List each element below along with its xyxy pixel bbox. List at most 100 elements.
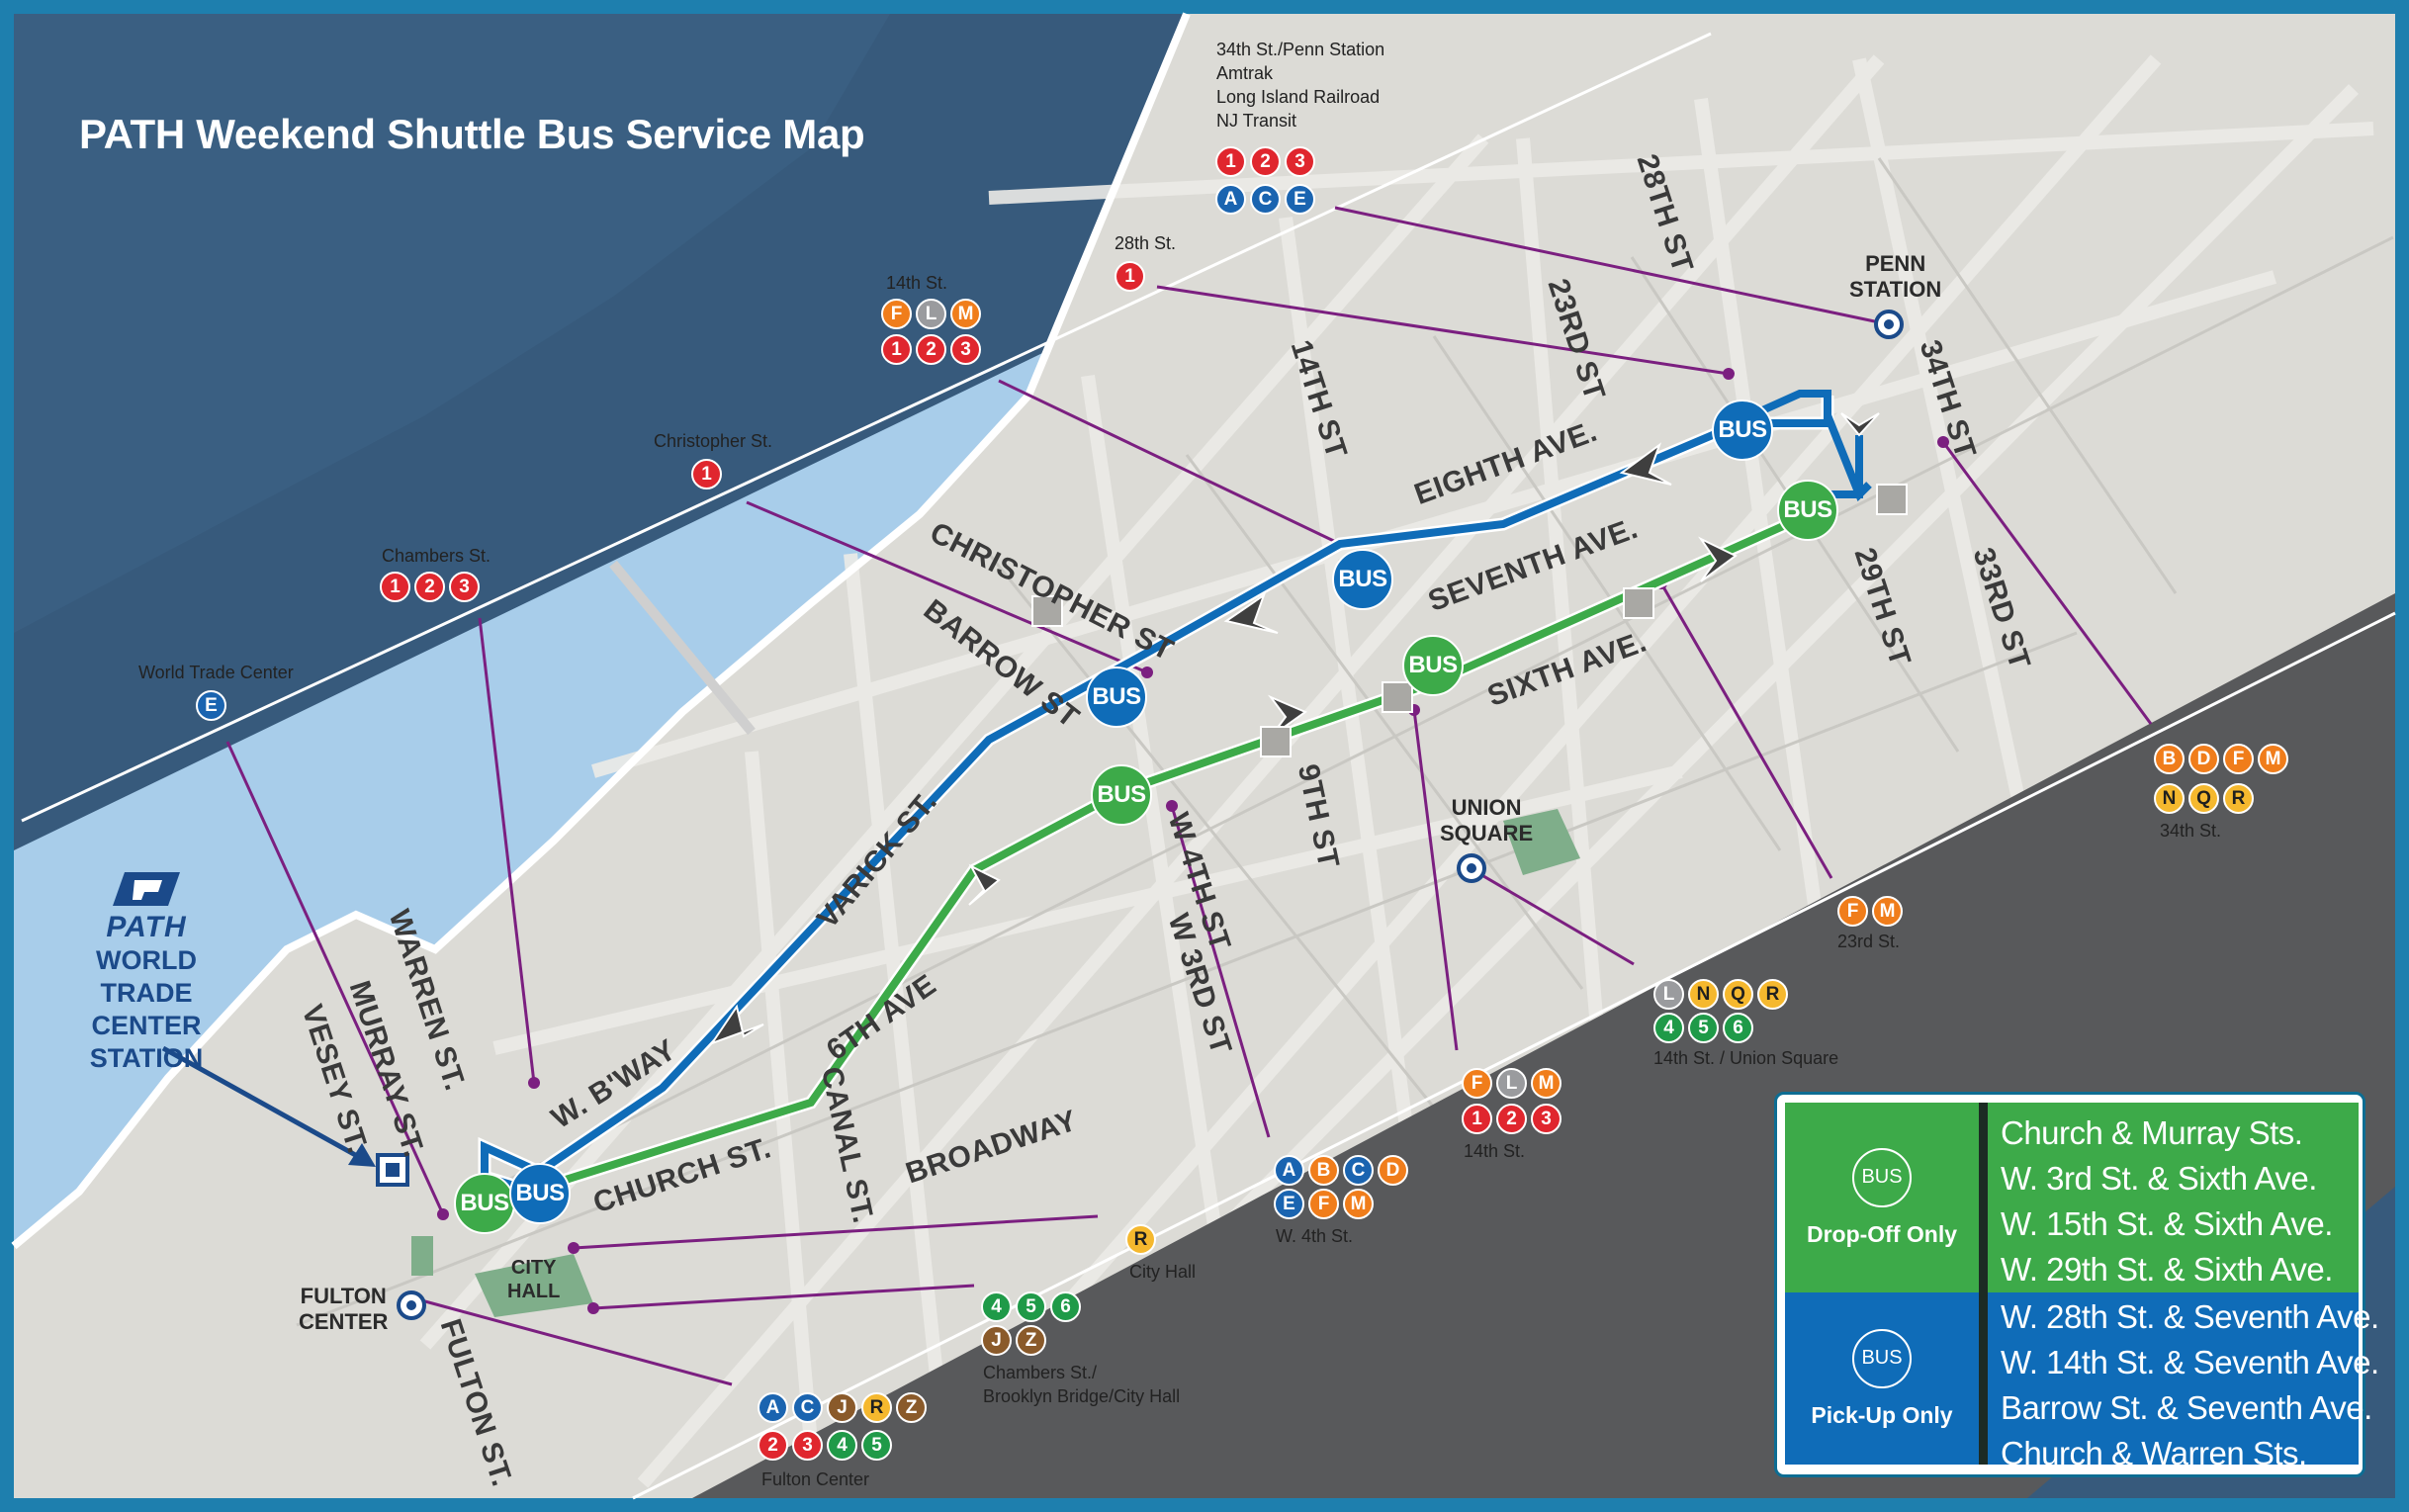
subway-line-d-bullet: D (2188, 744, 2219, 774)
subway-line-1-bullet: 1 (1462, 1104, 1492, 1134)
legend-divider (1979, 1103, 1988, 1292)
subway-line-3-bullet: 3 (950, 334, 981, 365)
subway-line-3-bullet: 3 (449, 572, 480, 602)
dropoff-stop: W. 3rd St. & Sixth Ave. (2001, 1160, 2317, 1197)
path-logo-line-1: WORLD TRADE (96, 945, 197, 1008)
pickup-stop-list: W. 28th St. & Seventh Ave. W. 14th St. &… (2001, 1294, 2379, 1476)
bus-stop-w28th-seventh[interactable]: BUS (1712, 400, 1773, 461)
bus-stop-w15th-sixth[interactable]: BUS (1402, 635, 1464, 696)
station-union-square: 14th St. / Union Square (1653, 1048, 1839, 1068)
subway-line-6-bullet: 6 (1050, 1291, 1081, 1322)
path-logo-icon (113, 872, 180, 906)
pickup-stop: W. 14th St. & Seventh Ave. (2001, 1344, 2379, 1380)
subway-line-z-bullet: Z (896, 1392, 927, 1423)
bullets-christopher: 1 (691, 459, 722, 489)
subway-line-4-bullet: 4 (1653, 1013, 1684, 1043)
subway-line-a-bullet: A (1215, 184, 1246, 215)
subway-line-n-bullet: N (1688, 979, 1719, 1010)
station-23rd: 23rd St. (1837, 932, 1901, 951)
station-14th-west: 14th St. (886, 273, 948, 293)
subway-line-m-bullet: M (950, 299, 981, 329)
subway-line-l-bullet: L (916, 299, 946, 329)
subway-line-j-bullet: J (981, 1325, 1012, 1356)
subway-line-r-bullet: R (1757, 979, 1788, 1010)
subway-line-2-bullet: 2 (916, 334, 946, 365)
subway-line-f-bullet: F (1308, 1189, 1339, 1219)
station-chambers-east: Chambers St./Brooklyn Bridge/City Hall (983, 1363, 1181, 1406)
station-chambers-west: Chambers St. (382, 546, 491, 566)
subway-line-2-bullet: 2 (1250, 146, 1281, 177)
subway-line-e-bullet: E (1274, 1189, 1304, 1219)
dropoff-stop-list: Church & Murray Sts. W. 3rd St. & Sixth … (2001, 1111, 2333, 1292)
subway-line-4-bullet: 4 (981, 1291, 1012, 1322)
bus-stop-w29th-sixth[interactable]: BUS (1777, 480, 1838, 541)
subway-line-4-bullet: 4 (827, 1430, 857, 1461)
subway-line-z-bullet: Z (1016, 1325, 1046, 1356)
subway-line-a-bullet: A (758, 1392, 788, 1423)
station-world-trade-center: World Trade Center (138, 663, 294, 682)
subway-line-5-bullet: 5 (861, 1430, 892, 1461)
subway-line-1-bullet: 1 (380, 572, 410, 602)
subway-line-1-bullet: 1 (691, 459, 722, 489)
pickup-stop: Barrow St. & Seventh Ave. (2001, 1389, 2372, 1426)
subway-line-3-bullet: 3 (1531, 1104, 1561, 1134)
union-square-park (1503, 809, 1580, 875)
pickup-bus-icon: BUS (1852, 1328, 1912, 1388)
subway-line-f-bullet: F (1837, 896, 1868, 927)
subway-line-d-bullet: D (1378, 1155, 1408, 1186)
bus-stop-church-murray[interactable]: BUS (454, 1173, 515, 1234)
subway-line-c-bullet: C (792, 1392, 823, 1423)
subway-line-r-bullet: R (2223, 783, 2254, 814)
legend: BUS Drop-Off Only Church & Murray Sts. W… (1774, 1092, 2379, 1477)
subway-line-f-bullet: F (2223, 744, 2254, 774)
path-wtc-logo: PATH WORLD TRADE CENTER STATION (47, 870, 245, 1075)
bullets-city-hall: R (1125, 1224, 1156, 1255)
dropoff-stop: W. 15th St. & Sixth Ave. (2001, 1205, 2333, 1242)
subway-line-3-bullet: 3 (792, 1430, 823, 1461)
legend-pickup-key: BUS Pick-Up Only (1785, 1292, 1979, 1465)
subway-line-c-bullet: C (1250, 184, 1281, 215)
station-34th-east: 34th St. (2160, 821, 2222, 841)
subway-line-6-bullet: 6 (1723, 1013, 1753, 1043)
bus-stop-w3rd-sixth[interactable]: BUS (1091, 764, 1152, 826)
bus-stop-barrow-seventh[interactable]: BUS (1086, 667, 1147, 728)
path-logo-line-2: CENTER (91, 1011, 202, 1040)
bus-stop-church-warren[interactable]: BUS (509, 1163, 571, 1224)
legend-dropoff-key: BUS Drop-Off Only (1785, 1103, 1979, 1292)
pickup-stop: Church & Warren Sts. (2001, 1435, 2307, 1471)
subway-line-r-bullet: R (861, 1392, 892, 1423)
subway-line-2-bullet: 2 (414, 572, 445, 602)
subway-line-m-bullet: M (2258, 744, 2288, 774)
bus-stop-w14th-seventh[interactable]: BUS (1332, 549, 1393, 610)
subway-line-b-bullet: B (2154, 744, 2185, 774)
dropoff-caption: Drop-Off Only (1806, 1220, 1958, 1247)
legend-divider (1979, 1292, 1988, 1465)
subway-line-r-bullet: R (1125, 1224, 1156, 1255)
subway-line-q-bullet: Q (1723, 979, 1753, 1010)
subway-line-m-bullet: M (1343, 1189, 1374, 1219)
subway-line-1-bullet: 1 (1115, 261, 1145, 292)
station-christopher: Christopher St. (654, 431, 773, 451)
legend-pickup: BUS Pick-Up Only W. 28th St. & Seventh A… (1785, 1292, 2379, 1471)
dropoff-stop: W. 29th St. & Sixth Ave. (2001, 1251, 2333, 1288)
subway-line-n-bullet: N (2154, 783, 2185, 814)
